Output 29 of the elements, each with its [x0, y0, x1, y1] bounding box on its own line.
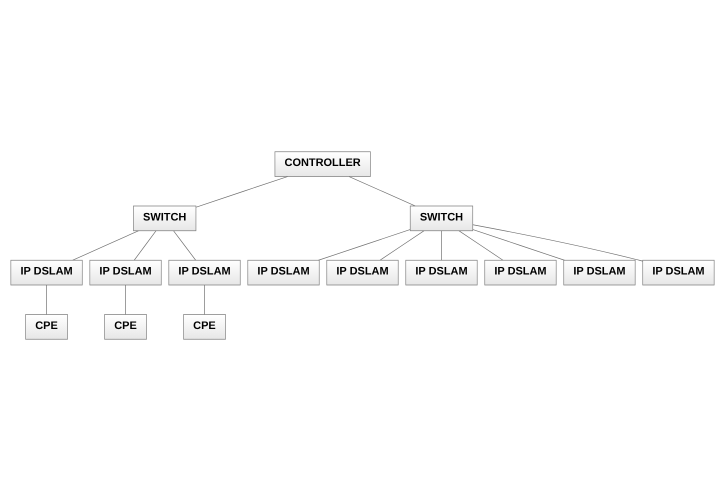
node-box: SWITCH	[410, 205, 474, 231]
connector	[204, 284, 205, 314]
connector	[46, 284, 47, 314]
node-box: IP DSLAM	[10, 259, 83, 285]
node-box: CPE	[25, 314, 68, 340]
node-box: CONTROLLER	[274, 150, 371, 176]
connector	[472, 224, 643, 261]
node-box: IP DSLAM	[168, 259, 241, 285]
connector	[458, 230, 504, 260]
connector	[348, 176, 416, 206]
node-box: IP DSLAM	[563, 259, 636, 285]
connector	[173, 230, 196, 260]
connector	[196, 176, 288, 207]
node-box: IP DSLAM	[89, 259, 162, 285]
connector	[472, 228, 565, 260]
connector	[318, 228, 410, 260]
connector	[72, 230, 139, 260]
connector	[441, 230, 442, 260]
connector	[125, 284, 126, 314]
connector	[134, 230, 156, 260]
node-box: IP DSLAM	[642, 259, 714, 285]
node-box: SWITCH	[133, 205, 196, 231]
node-box: CPE	[104, 314, 147, 340]
node-box: IP DSLAM	[326, 259, 399, 285]
node-box: IP DSLAM	[484, 259, 557, 285]
node-box: CPE	[183, 314, 226, 340]
connector	[380, 230, 424, 260]
node-box: IP DSLAM	[247, 259, 320, 285]
node-box: IP DSLAM	[405, 259, 478, 285]
